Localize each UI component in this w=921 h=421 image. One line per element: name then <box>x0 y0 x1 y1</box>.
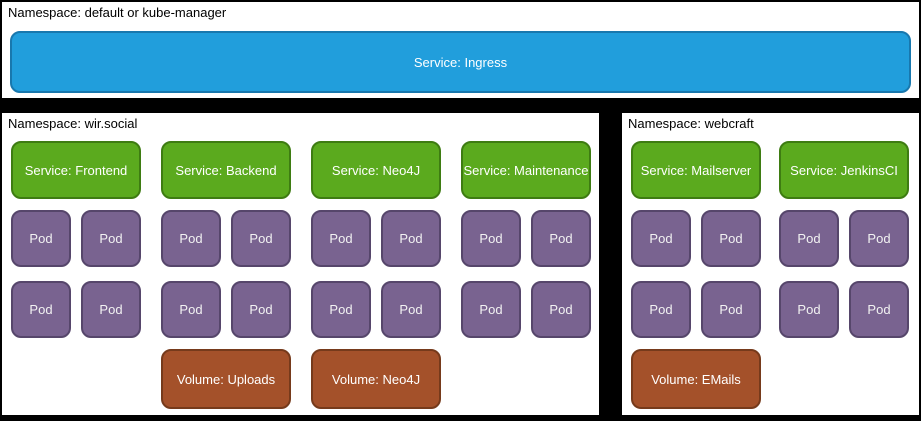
pod-box: Pod <box>461 281 521 338</box>
namespace-label: Namespace: webcraft <box>628 116 754 131</box>
pod-grid: Pod Pod Pod Pod <box>631 210 761 338</box>
namespace-label: Namespace: default or kube-manager <box>8 5 227 20</box>
pod-grid: Pod Pod Pod Pod <box>461 210 591 338</box>
service-group-neo4j: Service: Neo4J Pod Pod Pod Pod Volume: N… <box>311 141 441 409</box>
pod-box: Pod <box>81 281 141 338</box>
service-backend: Service: Backend <box>161 141 291 199</box>
service-maintenance: Service: Maintenance <box>461 141 591 199</box>
pod-box: Pod <box>701 281 761 338</box>
pod-box: Pod <box>81 210 141 267</box>
volume-neo4j: Volume: Neo4J <box>311 349 441 409</box>
pod-box: Pod <box>631 210 691 267</box>
service-group-backend: Service: Backend Pod Pod Pod Pod Volume:… <box>161 141 291 409</box>
pod-box: Pod <box>231 281 291 338</box>
pod-grid: Pod Pod Pod Pod <box>161 210 291 338</box>
service-mailserver: Service: Mailserver <box>631 141 761 199</box>
volume-uploads: Volume: Uploads <box>161 349 291 409</box>
service-group-maintenance: Service: Maintenance Pod Pod Pod Pod <box>461 141 591 409</box>
pod-box: Pod <box>381 281 441 338</box>
pod-box: Pod <box>11 281 71 338</box>
service-columns: Service: Frontend Pod Pod Pod Pod Servic… <box>11 141 591 409</box>
pod-grid: Pod Pod Pod Pod <box>11 210 141 338</box>
service-frontend: Service: Frontend <box>11 141 141 199</box>
service-neo4j: Service: Neo4J <box>311 141 441 199</box>
pod-box: Pod <box>849 281 909 338</box>
pod-box: Pod <box>231 210 291 267</box>
namespace-default-kube-manager: Namespace: default or kube-manager Servi… <box>0 0 921 100</box>
pod-grid: Pod Pod Pod Pod <box>311 210 441 338</box>
pod-box: Pod <box>631 281 691 338</box>
service-ingress: Service: Ingress <box>10 31 911 93</box>
namespace-label: Namespace: wir.social <box>8 116 138 131</box>
pod-box: Pod <box>311 210 371 267</box>
pod-box: Pod <box>779 210 839 267</box>
pod-box: Pod <box>381 210 441 267</box>
pod-box: Pod <box>161 281 221 338</box>
pod-box: Pod <box>531 281 591 338</box>
pod-box: Pod <box>779 281 839 338</box>
pod-box: Pod <box>311 281 371 338</box>
pod-box: Pod <box>161 210 221 267</box>
service-group-frontend: Service: Frontend Pod Pod Pod Pod <box>11 141 141 409</box>
pod-box: Pod <box>531 210 591 267</box>
namespace-wir-social: Namespace: wir.social Service: Frontend … <box>0 111 601 417</box>
volume-emails: Volume: EMails <box>631 349 761 409</box>
service-group-jenkinsci: Service: JenkinsCI Pod Pod Pod Pod <box>779 141 909 409</box>
pod-box: Pod <box>849 210 909 267</box>
pod-box: Pod <box>701 210 761 267</box>
namespace-webcraft: Namespace: webcraft Service: Mailserver … <box>620 111 921 417</box>
service-jenkinsci: Service: JenkinsCI <box>779 141 909 199</box>
pod-grid: Pod Pod Pod Pod <box>779 210 909 338</box>
service-columns: Service: Mailserver Pod Pod Pod Pod Volu… <box>631 141 909 409</box>
pod-box: Pod <box>461 210 521 267</box>
service-group-mailserver: Service: Mailserver Pod Pod Pod Pod Volu… <box>631 141 761 409</box>
pod-box: Pod <box>11 210 71 267</box>
